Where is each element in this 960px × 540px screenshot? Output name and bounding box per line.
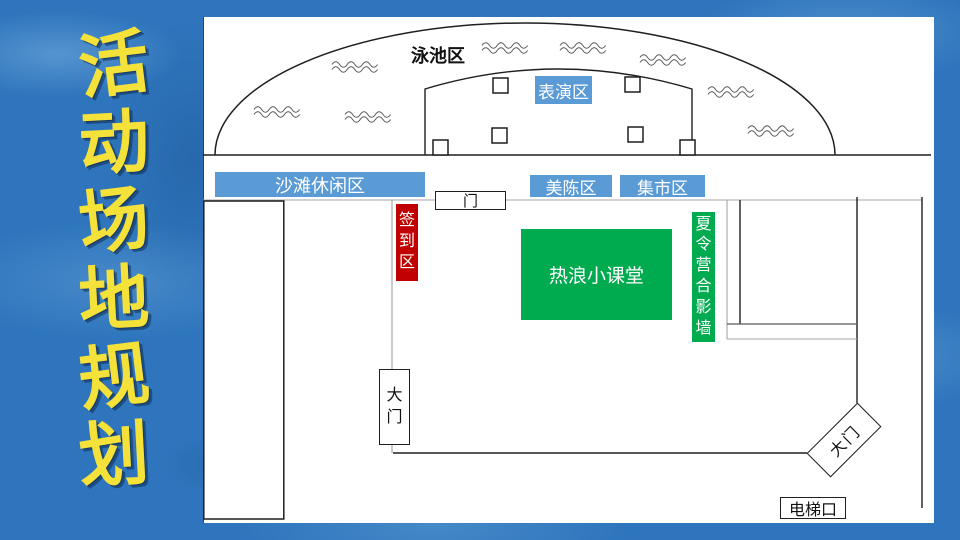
pool-area-label: 泳池区: [411, 46, 465, 66]
stage-marker-square: [491, 127, 508, 144]
gate-left-text: 大门: [386, 387, 403, 426]
stage-outline: [424, 68, 693, 155]
stage-marker-square: [627, 126, 644, 143]
wave-icon: [331, 61, 379, 73]
wave-icon: [481, 42, 529, 54]
checkin-area-text: 签到区: [399, 212, 416, 271]
elevator-box: 电梯口: [780, 497, 846, 519]
checkin-area-label: 签到区: [396, 204, 418, 281]
wave-icon: [559, 42, 607, 54]
stage-marker-square: [492, 77, 509, 94]
stage-marker-square: [432, 139, 449, 156]
wave-icon: [707, 86, 755, 98]
door-box: 门: [435, 191, 506, 210]
pool-ellipse-outline: [214, 22, 836, 156]
wave-icon: [639, 54, 687, 66]
wave-icon: [344, 111, 392, 123]
stage-marker-square: [624, 76, 641, 93]
market-area-label: 集市区: [620, 175, 705, 198]
stage-marker-square: [679, 139, 696, 156]
decor-area-label: 美陈区: [530, 175, 612, 198]
wave-icon: [253, 106, 301, 118]
classroom-area-box: 热浪小课堂: [521, 229, 672, 320]
photowall-text: 夏令营合影墙: [695, 215, 712, 337]
beach-area-label: 沙滩休闲区: [215, 172, 425, 197]
left-room-rect: [203, 200, 285, 520]
stage-area-label: 表演区: [535, 76, 592, 104]
gate-left-box: 大门: [379, 369, 410, 445]
photowall-label: 夏令营合影墙: [692, 212, 715, 342]
wave-icon: [747, 125, 795, 137]
